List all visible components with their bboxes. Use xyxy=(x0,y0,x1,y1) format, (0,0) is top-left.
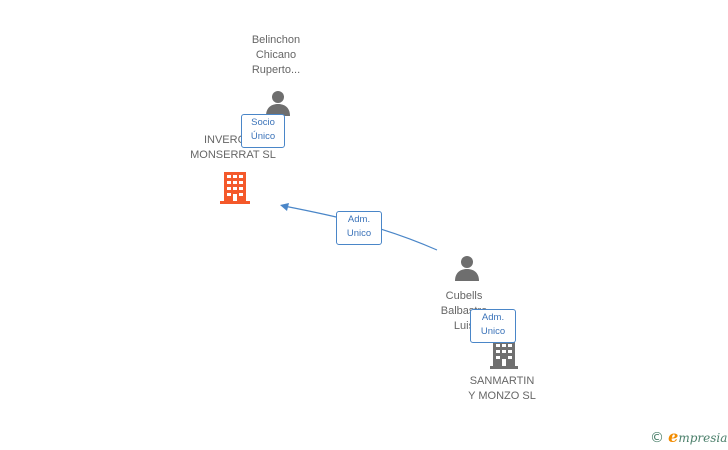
brand-logo-name: mpresia xyxy=(678,431,728,445)
edge-badge-adm-unico-invercor[interactable]: Adm. Unico xyxy=(336,211,382,245)
person-icon[interactable] xyxy=(264,89,292,117)
person-icon[interactable] xyxy=(453,254,481,282)
edge-badge-socio-unico[interactable]: Socio Único xyxy=(241,114,285,148)
person-label-belinchon[interactable]: Belinchon Chicano Ruperto... xyxy=(251,34,301,76)
building-icon[interactable] xyxy=(489,340,519,370)
company-label-sanmartin[interactable]: SANMARTIN Y MONZO SL xyxy=(468,375,536,402)
copyright-icon: © xyxy=(650,430,664,446)
building-icon[interactable] xyxy=(219,171,251,205)
edge-badge-adm-unico-sanmartin[interactable]: Adm. Unico xyxy=(470,309,516,343)
brand-watermark: © empresia xyxy=(650,428,727,448)
arrowhead-icon xyxy=(280,203,289,211)
brand-logo-initial: e xyxy=(668,427,679,446)
person-label-cubells[interactable]: Cubells Balbastre Luis xyxy=(440,290,488,332)
